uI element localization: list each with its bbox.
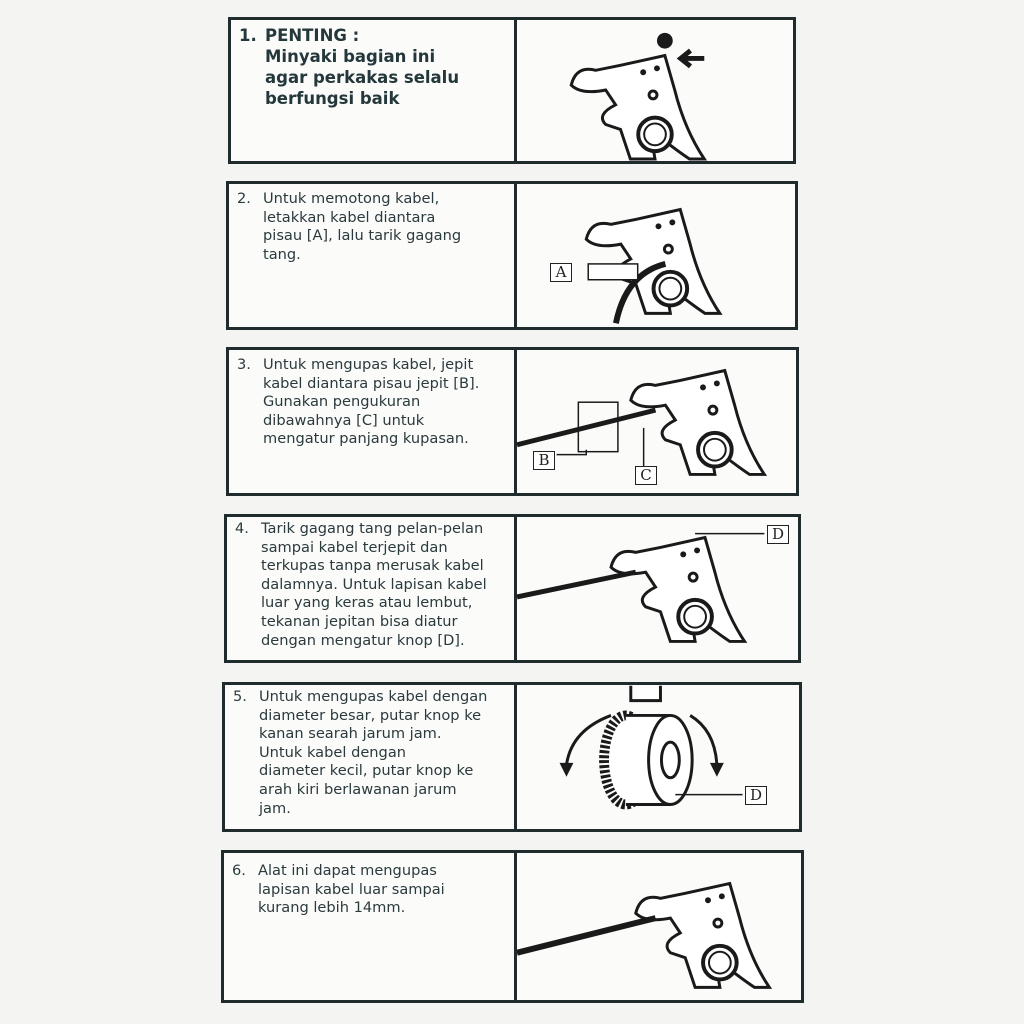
step-instruction: Untuk memotong kabel, letakkan kabel dia… (263, 190, 462, 263)
step-2-text: 2. Untuk memotong kabel, letakkan kabel … (229, 184, 517, 327)
rotate-left-arrow-icon (565, 714, 612, 766)
step-6-panel: 6. Alat ini dapat mengupas lapisan kabel… (221, 850, 804, 1003)
step-2-panel: 2. Untuk memotong kabel, letakkan kabel … (226, 181, 798, 330)
arrow-icon (676, 48, 705, 69)
label-d: D (767, 525, 789, 544)
label-d: D (745, 786, 767, 805)
step-5-text: 5. Untuk mengupas kabel dengan diameter … (225, 685, 517, 829)
step-5-panel: 5. Untuk mengupas kabel dengan diameter … (222, 682, 802, 832)
label-b: B (533, 451, 555, 470)
tool-gripping-illustration: B C (517, 350, 796, 493)
step-4-text: 4. Tarik gagang tang pelan-pelan sampai … (227, 517, 517, 660)
step-instruction: Tarik gagang tang pelan-pelan sampai kab… (261, 520, 487, 649)
step-6-text: 6. Alat ini dapat mengupas lapisan kabel… (224, 853, 517, 1000)
knob-rotation-illustration: D (517, 685, 799, 829)
tool-stripping-illustration: D (517, 517, 798, 660)
step-3-text: 3. Untuk mengupas kabel, jepit kabel dia… (229, 350, 517, 493)
tool-cutting-illustration: A (517, 184, 795, 327)
step-instruction: Alat ini dapat mengupas lapisan kabel lu… (258, 862, 445, 917)
label-a: A (550, 263, 572, 282)
step-instruction: Untuk mengupas kabel, jepit kabel dianta… (263, 356, 480, 448)
step-1-panel: 1. PENTING : Minyaki bagian ini agar per… (228, 17, 796, 164)
rotate-right-arrow-icon (689, 714, 719, 766)
step-number: 5. (233, 688, 247, 705)
step-number: 6. (232, 862, 246, 879)
step-number: 2. (237, 190, 251, 207)
step-number: 4. (235, 520, 249, 537)
tool-strip-length-illustration (517, 853, 801, 1000)
step-3-panel: 3. Untuk mengupas kabel, jepit kabel dia… (226, 347, 799, 496)
step-instruction: Untuk mengupas kabel dengan diameter bes… (259, 688, 488, 817)
label-c: C (635, 466, 657, 485)
step-number: 3. (237, 356, 251, 373)
step-number: 1. (239, 26, 257, 45)
step-instruction: PENTING : Minyaki bagian ini agar perkak… (265, 26, 460, 108)
step-1-text: 1. PENTING : Minyaki bagian ini agar per… (231, 20, 517, 161)
tool-oil-point-illustration (517, 20, 793, 161)
step-4-panel: 4. Tarik gagang tang pelan-pelan sampai … (224, 514, 801, 663)
